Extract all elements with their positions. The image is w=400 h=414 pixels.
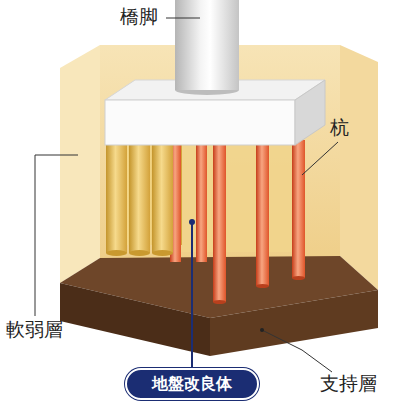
pile-base xyxy=(213,300,226,304)
pier-column xyxy=(175,0,239,90)
column-base xyxy=(129,250,150,256)
part-label: 軟弱層 xyxy=(6,318,63,341)
pile-base xyxy=(292,276,305,280)
callout-text: 地盤改良体 xyxy=(152,374,232,395)
pile-cap-side xyxy=(295,80,325,145)
left-wall xyxy=(60,45,100,283)
leader-dot xyxy=(260,328,264,332)
part-label: 橋脚 xyxy=(120,5,158,28)
pile xyxy=(256,140,269,286)
pile xyxy=(292,140,305,278)
part-label: 支持層 xyxy=(320,372,377,395)
leader-line xyxy=(262,330,332,372)
leader-line xyxy=(191,222,193,368)
part-label: 杭 xyxy=(330,116,349,139)
leader-line xyxy=(35,155,78,316)
improvement-mass xyxy=(170,140,300,252)
leader-dot xyxy=(189,219,195,225)
leader-line xyxy=(302,142,338,175)
pile xyxy=(196,140,207,262)
pile-cap-front xyxy=(105,100,295,145)
column-base xyxy=(152,250,173,256)
column-base xyxy=(106,250,127,256)
bearing-layer-left xyxy=(60,283,210,356)
right-wall xyxy=(340,45,378,290)
pile xyxy=(213,140,226,302)
callout-pill: 地盤改良体 xyxy=(125,368,259,400)
leader-line xyxy=(166,18,200,19)
pile-base xyxy=(256,284,269,288)
